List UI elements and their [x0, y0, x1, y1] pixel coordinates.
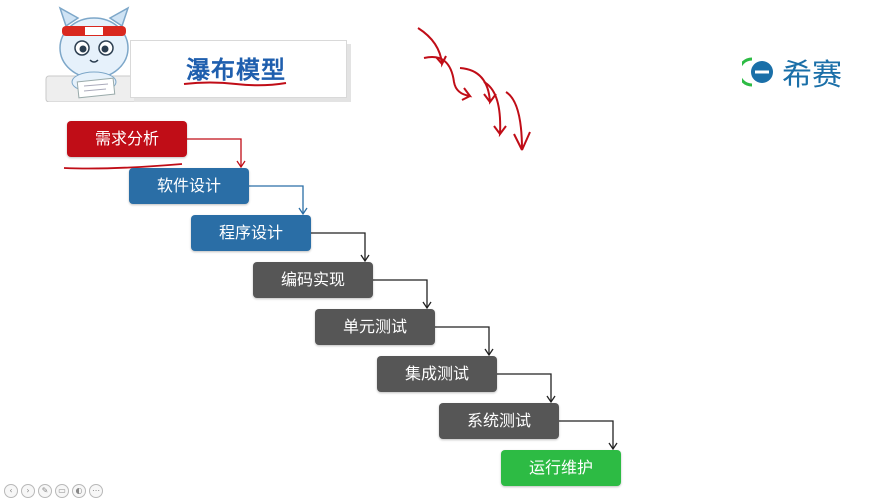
- stage-box: 单元测试: [315, 309, 435, 345]
- title-underline-annotation: [183, 81, 287, 87]
- stage-connector-arrow: [311, 232, 366, 261]
- stage-connector-arrowhead: [484, 348, 494, 357]
- eraser-icon[interactable]: ▭: [55, 484, 69, 498]
- brand-logo: 希赛: [742, 50, 842, 94]
- page-title: 瀑布模型: [186, 56, 286, 84]
- stage-underline-annotation: [63, 163, 183, 170]
- brand-name: 希赛: [782, 58, 842, 93]
- mascot-cat-illustration: [45, 6, 143, 102]
- back-icon[interactable]: ‹: [4, 484, 18, 498]
- stage-connector-arrow: [373, 279, 428, 308]
- stage-connector-arrow: [435, 326, 490, 355]
- stage-connector-arrowhead: [360, 254, 370, 263]
- stage-connector-arrow: [249, 185, 304, 214]
- cascade-arrows-annotation: [417, 27, 531, 151]
- stage-connector-arrow: [187, 138, 242, 167]
- stage-box: 运行维护: [501, 450, 621, 486]
- title-banner: [130, 40, 347, 98]
- highlighter-icon[interactable]: ◐: [72, 484, 86, 498]
- stage-connector-arrowhead: [608, 442, 618, 451]
- brand-mark-icon: [742, 57, 773, 87]
- stage-connector-arrowhead: [236, 160, 246, 169]
- stage-box: 集成测试: [377, 356, 497, 392]
- stage-box: 编码实现: [253, 262, 373, 298]
- pen-icon[interactable]: ✎: [38, 484, 52, 498]
- stage-connector-arrow: [497, 373, 552, 402]
- stage-box: 软件设计: [129, 168, 249, 204]
- stage-box: 系统测试: [439, 403, 559, 439]
- stage-box: 程序设计: [191, 215, 311, 251]
- stage-connector-arrowhead: [298, 207, 308, 216]
- stage-connector-arrow: [559, 420, 614, 449]
- annotation-toolbar: ‹ › ✎ ▭ ◐ ⋯: [4, 484, 103, 498]
- stage-box: 需求分析: [67, 121, 187, 157]
- stage-connector-arrowhead: [422, 301, 432, 310]
- more-icon[interactable]: ⋯: [89, 484, 103, 498]
- forward-icon[interactable]: ›: [21, 484, 35, 498]
- stage-connector-arrowhead: [546, 395, 556, 404]
